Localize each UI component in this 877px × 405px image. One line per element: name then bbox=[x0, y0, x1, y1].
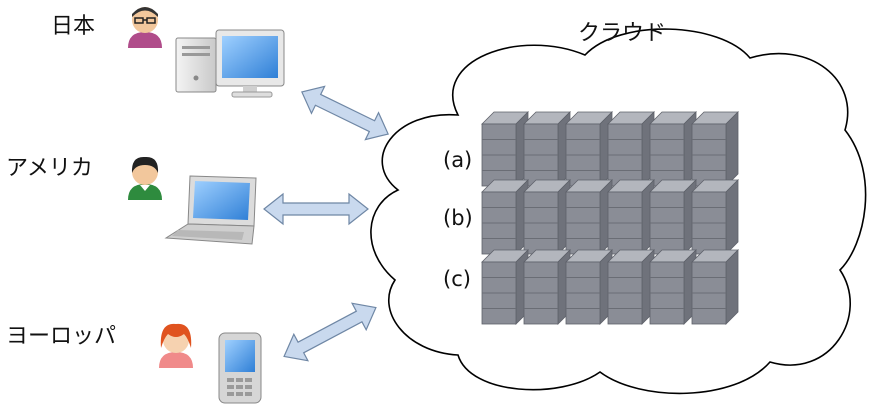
laptop-computer-icon bbox=[164, 175, 257, 245]
server-rack-icon bbox=[523, 179, 571, 255]
server-rack-icon bbox=[649, 111, 697, 187]
server-rack-icon bbox=[565, 179, 613, 255]
arrow-japan-cloud bbox=[301, 85, 389, 141]
person-glasses-icon bbox=[128, 7, 162, 48]
server-rack-icon bbox=[691, 249, 739, 325]
server-racks bbox=[481, 111, 739, 325]
server-rack-icon bbox=[649, 249, 697, 325]
server-rack-icon bbox=[649, 179, 697, 255]
server-rack-icon bbox=[607, 179, 655, 255]
server-row-label-c: (c) bbox=[443, 267, 471, 291]
server-rack-icon bbox=[691, 179, 739, 255]
region-label-japan: 日本 bbox=[51, 14, 96, 39]
cloud-label: クラウド bbox=[578, 21, 667, 46]
arrow-america-cloud bbox=[263, 192, 369, 226]
server-rack-icon bbox=[565, 111, 613, 187]
arrow-europe-cloud bbox=[283, 302, 377, 362]
server-rack-icon bbox=[691, 111, 739, 187]
region-label-europe: ヨーロッパ bbox=[6, 324, 117, 349]
server-rack-icon bbox=[523, 249, 571, 325]
server-row-label-a: (a) bbox=[443, 148, 473, 172]
server-rack-icon bbox=[607, 111, 655, 187]
desktop-computer-icon bbox=[175, 29, 285, 98]
region-label-america: アメリカ bbox=[6, 156, 93, 181]
server-rack-icon bbox=[607, 249, 655, 325]
server-rack-icon bbox=[565, 249, 613, 325]
server-rack-icon bbox=[481, 179, 529, 255]
person-green-icon bbox=[128, 156, 162, 200]
server-rack-icon bbox=[481, 111, 529, 187]
server-rack-icon bbox=[481, 249, 529, 325]
server-rack-icon bbox=[523, 111, 571, 187]
mobile-phone-icon bbox=[218, 332, 262, 404]
person-redhair-icon bbox=[159, 323, 193, 368]
server-row-label-b: (b) bbox=[443, 206, 473, 230]
